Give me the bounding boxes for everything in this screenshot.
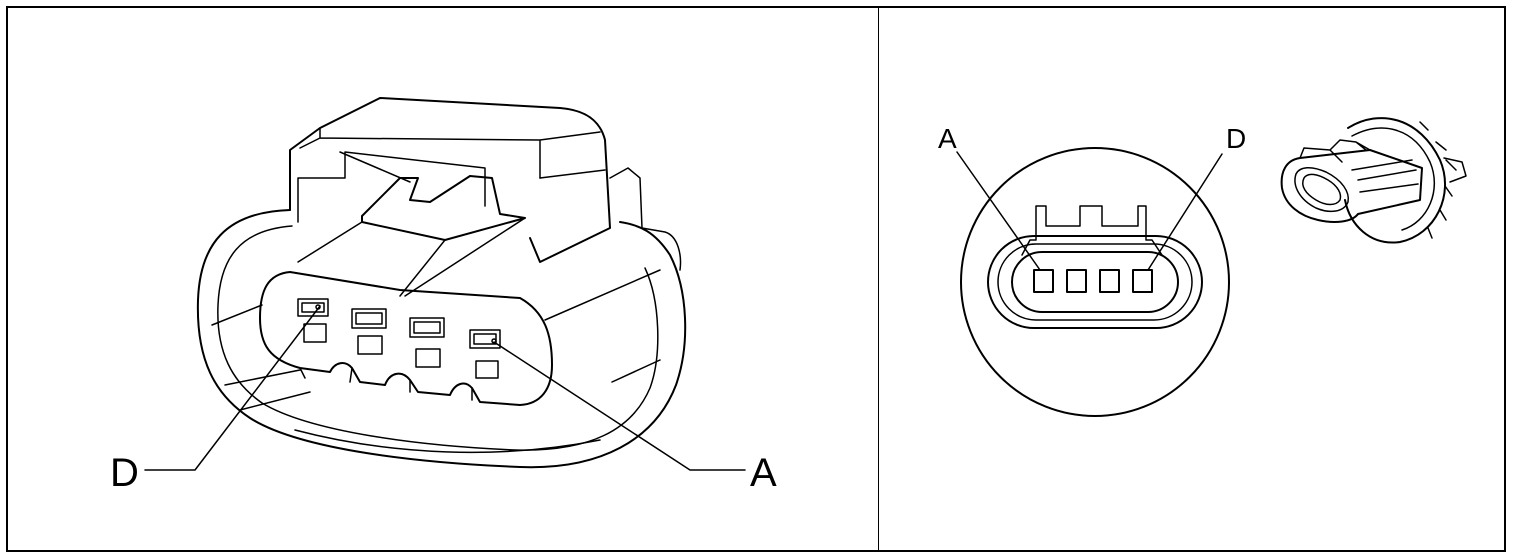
front-face — [259, 271, 553, 406]
rear-flange — [609, 167, 682, 271]
cavity-upper-2 — [351, 308, 387, 329]
face-outline-inner — [1011, 251, 1179, 313]
label-a-right: A — [938, 123, 957, 154]
face-cavity-c — [1099, 269, 1120, 293]
cavity-upper-3 — [409, 317, 445, 338]
leader-line-a-right — [956, 151, 1041, 271]
latch-hood-top — [299, 127, 601, 179]
face-latch-tabs — [1021, 205, 1163, 256]
label-a-left: A — [750, 451, 777, 495]
iso-body — [1280, 149, 1423, 223]
face-cavity-d — [1132, 269, 1153, 293]
latch-frame — [297, 151, 606, 223]
cavity-lower-2 — [357, 335, 383, 355]
cavity-upper-3-inner — [413, 321, 441, 334]
body-lower-edge — [294, 429, 601, 454]
iso-face-inner — [1302, 173, 1342, 206]
front-face-ledge — [299, 367, 473, 401]
iso-flange — [1344, 117, 1446, 244]
connector-inner-lip — [217, 225, 659, 451]
leader-line-d — [144, 305, 321, 471]
latch-tongue — [361, 175, 526, 241]
isometric-connector — [1280, 117, 1467, 244]
iso-tail — [1443, 157, 1467, 183]
diagram-frame — [6, 6, 1506, 552]
leader-line-a — [493, 341, 746, 471]
body-rib-lines — [211, 269, 661, 411]
cavity-upper-2-inner — [355, 312, 383, 325]
label-d-right: D — [1226, 123, 1246, 154]
connector-face-circle — [960, 147, 1230, 417]
face-cavity-a — [1033, 269, 1054, 293]
cavity-lower-1 — [303, 323, 327, 343]
cavity-lower-4 — [475, 360, 499, 379]
face-outline-middle — [997, 243, 1193, 321]
right-connector-drawing: A D — [938, 117, 1467, 417]
face-outline-outer — [987, 235, 1203, 329]
face-cavity-b — [1066, 269, 1087, 293]
cavity-lower-3 — [415, 348, 441, 368]
terminal-marker-a — [491, 338, 497, 344]
iso-flange-edge — [1351, 121, 1457, 239]
label-d-left: D — [110, 451, 139, 495]
cavity-upper-4-inner — [473, 333, 497, 345]
cavity-upper-4 — [469, 329, 501, 349]
leader-line-d-right — [1147, 153, 1223, 271]
left-connector-drawing: D A — [110, 97, 777, 495]
connector-outer-body — [196, 209, 687, 469]
iso-latch — [1299, 139, 1419, 193]
panel-divider — [878, 6, 879, 552]
cavity-upper-1-inner — [301, 302, 325, 313]
latch-hood — [289, 97, 611, 263]
latch-ramp — [297, 217, 526, 297]
iso-face-outline — [1294, 167, 1350, 213]
